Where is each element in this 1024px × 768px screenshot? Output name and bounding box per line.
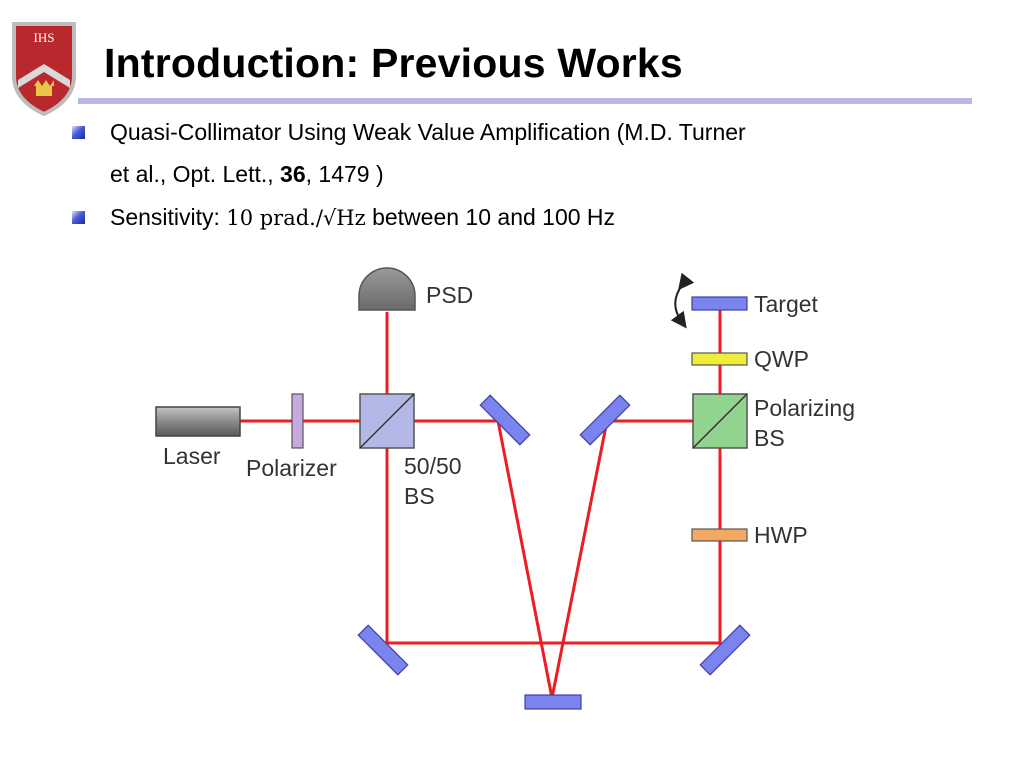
beam-up-from-bottom-mirror xyxy=(550,420,609,699)
bullet-reference-line1: Quasi-Collimator Using Weak Value Amplif… xyxy=(110,119,746,145)
bullet-reference: Quasi-Collimator Using Weak Value Amplif… xyxy=(110,112,746,152)
laser-label: Laser xyxy=(163,443,221,469)
title-divider xyxy=(78,98,972,104)
pbs-label-line2: BS xyxy=(754,425,785,451)
psd-label: PSD xyxy=(426,282,473,308)
hwp-label: HWP xyxy=(754,522,808,548)
bullet-marker xyxy=(72,126,85,139)
ihs-crest-logo: IHS xyxy=(12,22,76,116)
polarizing-beamsplitter xyxy=(692,393,748,449)
quarter-wave-plate xyxy=(691,352,748,366)
qwp-label: QWP xyxy=(754,346,809,372)
bullet-sensitivity: Sensitivity: 10 prad./√Hz between 10 and… xyxy=(110,204,616,230)
bs-label-line2: BS xyxy=(404,483,435,509)
polarizer-element xyxy=(291,393,304,449)
mirror-upper-left xyxy=(479,394,531,446)
bullet-marker xyxy=(72,211,85,224)
half-wave-plate xyxy=(691,528,748,542)
beam-down-to-bottom-mirror xyxy=(496,420,554,699)
slide-title: Introduction: Previous Works xyxy=(104,40,683,86)
sensitivity-value: 10 prad./√Hz xyxy=(226,206,366,230)
mirror-lower-right xyxy=(699,624,751,676)
psd-detector xyxy=(358,267,416,311)
svg-text:IHS: IHS xyxy=(34,30,55,45)
polarizer-label: Polarizer xyxy=(246,455,337,481)
beamsplitter-50-50 xyxy=(359,393,415,449)
mirror-lower-left xyxy=(357,624,409,676)
bs-label-line1: 50/50 xyxy=(404,453,462,479)
mirror-upper-right xyxy=(579,394,631,446)
mirror-bottom xyxy=(524,694,582,710)
pbs-label-line1: Polarizing xyxy=(754,395,855,421)
rotation-arrow-icon xyxy=(670,272,695,329)
mirrors xyxy=(357,394,751,710)
bullet-reference-continued: et al., Opt. Lett., 36, 1479 ) xyxy=(110,161,384,187)
laser-beam-paths xyxy=(238,304,722,699)
laser-source xyxy=(155,406,241,437)
target-label: Target xyxy=(754,291,819,317)
target-mirror xyxy=(691,296,748,311)
volume-number: 36 xyxy=(280,161,306,187)
